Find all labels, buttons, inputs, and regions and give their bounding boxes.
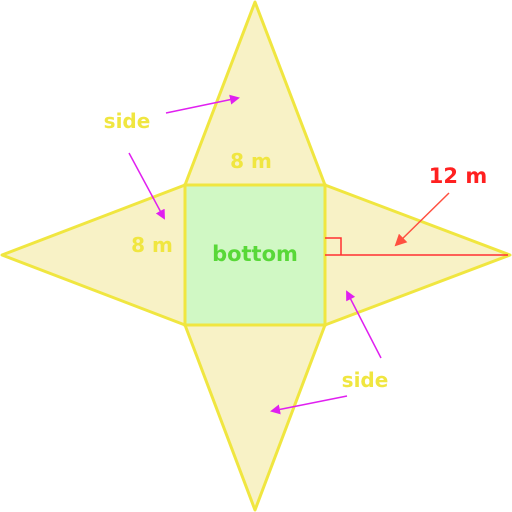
pointer-arrow-side-left [128,152,165,220]
side-face-bottom [183,323,327,512]
bottom-square [183,183,327,327]
right-angle-marker [325,237,342,255]
pointer-arrow-side-right [346,290,382,359]
label-side-upper: side [104,109,151,133]
pointer-arrow-side-top [165,94,240,114]
pointer-arrow-side-bottom [270,395,348,415]
label-left-base-length: 8 m [131,233,173,257]
label-bottom: bottom [212,242,298,266]
pointer-arrow-slant [394,192,450,247]
label-side-lower: side [342,368,389,392]
label-slant-height: 12 m [429,164,487,188]
label-top-base-length: 8 m [230,149,272,173]
